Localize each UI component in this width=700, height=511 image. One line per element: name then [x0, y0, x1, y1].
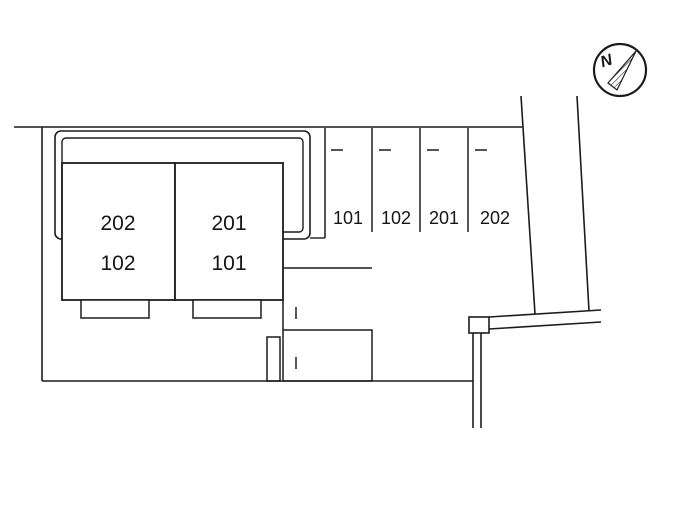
curb-top-line [488, 309, 602, 318]
parking-area [324, 128, 487, 238]
parking-stall-label: 102 [381, 208, 411, 228]
road-edge-right-line [576, 95, 590, 312]
unit-labels: 202 102 201 101 [100, 212, 246, 275]
unit-left [61, 162, 176, 301]
parking-stall-label: 101 [333, 208, 363, 228]
north-compass: N [592, 42, 648, 98]
parking-stall-label: 201 [429, 208, 459, 228]
curb-bottom-line [488, 321, 602, 330]
yard-structures [266, 267, 373, 382]
unit-right [174, 162, 284, 301]
compass-circle [592, 42, 648, 98]
porch-left [80, 299, 150, 319]
lot-boundary [14, 126, 523, 382]
unit-label: 101 [211, 252, 246, 275]
unit-label: 202 [100, 212, 135, 235]
road-edge-left-line [520, 95, 536, 315]
north-arrow-icon [607, 50, 637, 91]
corner-post [468, 316, 490, 334]
compass-n-label: N [598, 51, 615, 71]
wall-stub [266, 336, 281, 382]
parking-stall-label: 202 [480, 208, 510, 228]
building [54, 130, 325, 319]
unit-label: 102 [100, 252, 135, 275]
unit-label: 201 [211, 212, 246, 235]
storage-box [282, 329, 373, 382]
porch-right [192, 299, 262, 319]
parking-stall-labels: 101 102 201 202 [333, 208, 510, 228]
road-edges [468, 95, 602, 428]
